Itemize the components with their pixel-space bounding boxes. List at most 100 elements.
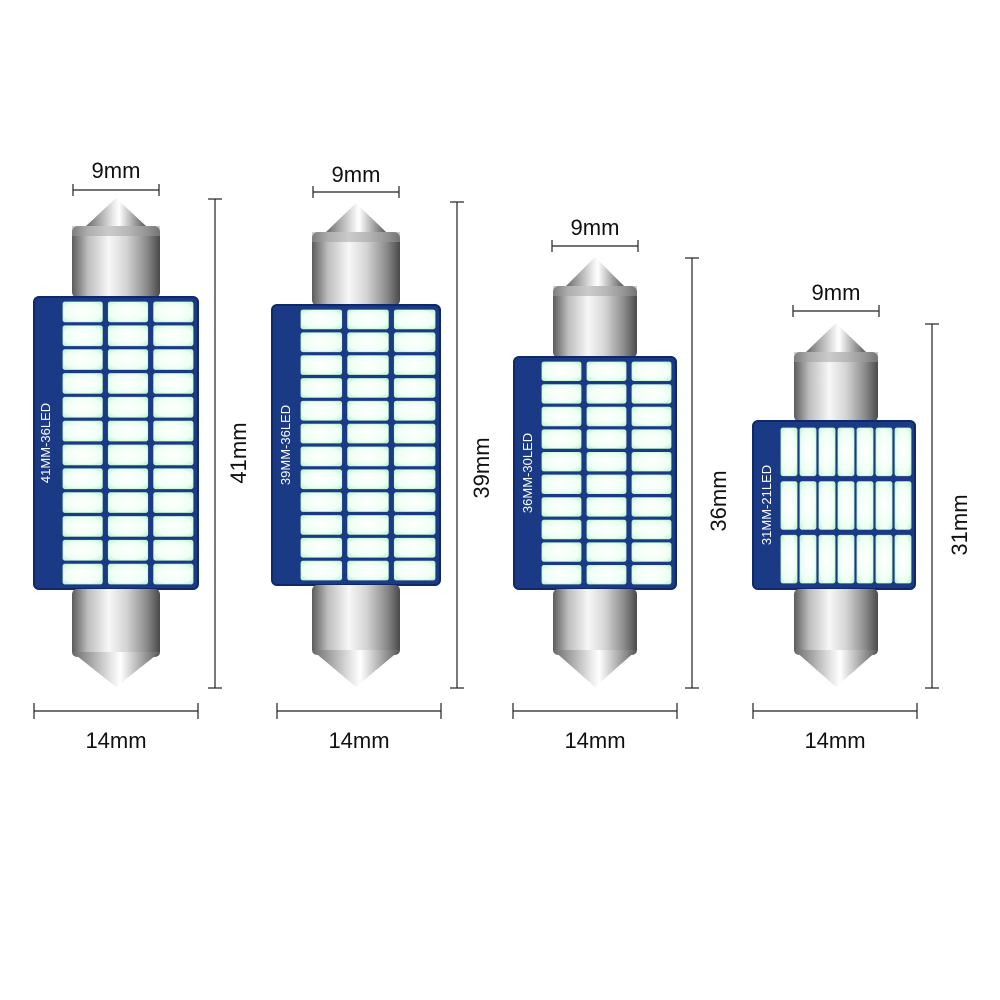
bulb-41mm-led-chip xyxy=(62,396,103,418)
bulb-39mm-led-chip xyxy=(393,537,436,558)
bulb-41mm-led-chip xyxy=(62,563,103,585)
bulb-39mm-bottom-dimension-line xyxy=(276,703,442,719)
bulb-36mm-led-chip xyxy=(586,497,627,517)
bulb-36mm-led-chip xyxy=(631,474,672,495)
bulb-31mm-bottom-cap xyxy=(794,589,878,687)
bulb-41mm-led-chip xyxy=(62,301,103,323)
bulb-39mm-top-cap xyxy=(312,203,400,306)
bulb-41mm: 9mm 41MM-36LED 41mm 14mm xyxy=(33,158,251,753)
bulb-39mm-led-chip xyxy=(300,560,343,581)
bulb-31mm-pcb: 31MM-21LED xyxy=(752,420,916,590)
bulb-39mm-led-chip xyxy=(393,400,436,421)
bulb-36mm-length-label: 36mm xyxy=(706,470,731,531)
bulb-31mm-led-chip xyxy=(856,427,874,477)
bulb-39mm-led-grid xyxy=(300,309,436,581)
bulb-41mm-bottom-width-label: 14mm xyxy=(85,728,146,753)
bulb-41mm-pcb-label: 41MM-36LED xyxy=(38,403,53,483)
bulb-31mm-top-cap xyxy=(794,323,878,422)
bulb-36mm-led-chip xyxy=(586,384,627,404)
bulb-39mm-led-chip xyxy=(393,355,436,375)
bulb-36mm-top-width-label: 9mm xyxy=(571,215,620,240)
bulb-41mm-led-chip xyxy=(107,468,149,490)
bulb-39mm-led-chip xyxy=(347,355,389,375)
bulb-39mm-led-chip xyxy=(347,400,389,421)
bulb-36mm-led-chip xyxy=(541,474,582,495)
bulb-36mm-length-dimension-line xyxy=(685,257,699,689)
bulb-36mm-bottom-cap xyxy=(553,589,637,687)
bulb-31mm-led-chip xyxy=(856,534,874,584)
bulb-36mm-led-chip xyxy=(586,542,627,562)
bulb-39mm-led-chip xyxy=(300,423,343,444)
bulb-39mm-led-chip xyxy=(300,446,343,467)
bulb-36mm-led-chip xyxy=(631,429,672,449)
bulb-36mm-led-chip xyxy=(541,565,582,585)
bulb-41mm-led-chip xyxy=(153,420,194,442)
bulb-31mm-led-chip xyxy=(837,427,855,477)
bulb-39mm-led-chip xyxy=(347,446,389,467)
bulb-36mm-led-chip xyxy=(541,406,582,427)
bulb-39mm-pcb-label: 39MM-36LED xyxy=(278,405,293,485)
bulb-36mm-led-chip xyxy=(586,406,627,427)
bulb-31mm-led-chip xyxy=(799,427,817,477)
bulb-36mm-led-chip xyxy=(541,429,582,449)
bulb-41mm-led-chip xyxy=(153,396,194,418)
bulb-36mm-led-chip xyxy=(541,361,582,382)
bulb-36mm-led-grid xyxy=(541,361,672,585)
bulb-41mm-led-chip xyxy=(153,539,194,561)
bulb-39mm-led-chip xyxy=(300,515,343,535)
bulb-31mm-led-chip xyxy=(837,481,855,530)
bulb-39mm-led-chip xyxy=(347,309,389,330)
bulb-41mm-led-chip xyxy=(153,444,194,466)
bulb-41mm-top-dimension-line xyxy=(72,184,160,196)
bulb-31mm-top-width-label: 9mm xyxy=(812,280,861,305)
bulb-36mm-led-chip xyxy=(631,451,672,472)
bulb-36mm-led-chip xyxy=(586,565,627,585)
bulb-39mm-led-chip xyxy=(347,378,389,398)
bulb-31mm-led-chip xyxy=(875,481,893,530)
bulb-41mm-led-chip xyxy=(107,420,149,442)
bulb-31mm: 9mm 31MM-21LED 31mm 14mm xyxy=(752,280,972,753)
bulb-39mm: 9mm 39MM-36LED 39mm 14mm xyxy=(271,162,494,753)
bulb-31mm-led-chip xyxy=(818,534,836,584)
bulb-36mm-led-chip xyxy=(541,384,582,404)
bulb-39mm-led-chip xyxy=(347,515,389,535)
bulb-31mm-bottom-width-label: 14mm xyxy=(804,728,865,753)
bulb-39mm-led-chip xyxy=(300,492,343,512)
bulb-41mm-bottom-dimension-line xyxy=(33,703,199,719)
bulb-36mm-bottom-width-label: 14mm xyxy=(564,728,625,753)
bulb-36mm-led-chip xyxy=(631,497,672,517)
bulb-36mm-led-chip xyxy=(586,429,627,449)
bulb-31mm-led-chip xyxy=(875,427,893,477)
bulb-41mm-led-chip xyxy=(107,301,149,323)
bulb-36mm-led-chip xyxy=(631,384,672,404)
bulb-31mm-led-chip xyxy=(799,481,817,530)
bulb-31mm-top-dimension-line xyxy=(792,305,880,317)
bulb-39mm-pcb: 39MM-36LED xyxy=(271,304,441,586)
bulb-41mm-pcb: 41MM-36LED xyxy=(33,296,199,590)
bulb-36mm-led-chip xyxy=(586,519,627,540)
bulb-31mm-length-dimension-line xyxy=(925,323,939,689)
bulb-41mm-led-chip xyxy=(153,468,194,490)
bulb-41mm-led-chip xyxy=(153,516,194,537)
bulb-36mm-led-chip xyxy=(541,451,582,472)
bulb-31mm-led-chip xyxy=(894,427,912,477)
bulb-41mm-length-label: 41mm xyxy=(226,422,251,483)
bulb-36mm-bottom-dimension-line xyxy=(512,703,678,719)
bulb-36mm-led-chip xyxy=(541,497,582,517)
bulb-41mm-led-chip xyxy=(107,563,149,585)
bulb-36mm-led-chip xyxy=(541,519,582,540)
bulb-39mm-led-chip xyxy=(393,469,436,490)
bulb-31mm-led-chip xyxy=(780,427,798,477)
bulb-39mm-bottom-width-label: 14mm xyxy=(328,728,389,753)
bulb-31mm-led-chip xyxy=(894,534,912,584)
bulb-39mm-led-chip xyxy=(300,309,343,330)
bulb-41mm-led-chip xyxy=(62,516,103,537)
bulb-31mm-led-grid xyxy=(780,427,912,584)
bulb-41mm-led-chip xyxy=(62,468,103,490)
bulb-31mm-led-chip xyxy=(875,534,893,584)
bulb-39mm-led-chip xyxy=(347,469,389,490)
bulb-36mm-led-chip xyxy=(541,542,582,562)
bulb-41mm-length-dimension-line xyxy=(208,198,222,689)
bulb-39mm-led-chip xyxy=(300,355,343,375)
bulb-41mm-bottom-cap xyxy=(72,589,160,687)
